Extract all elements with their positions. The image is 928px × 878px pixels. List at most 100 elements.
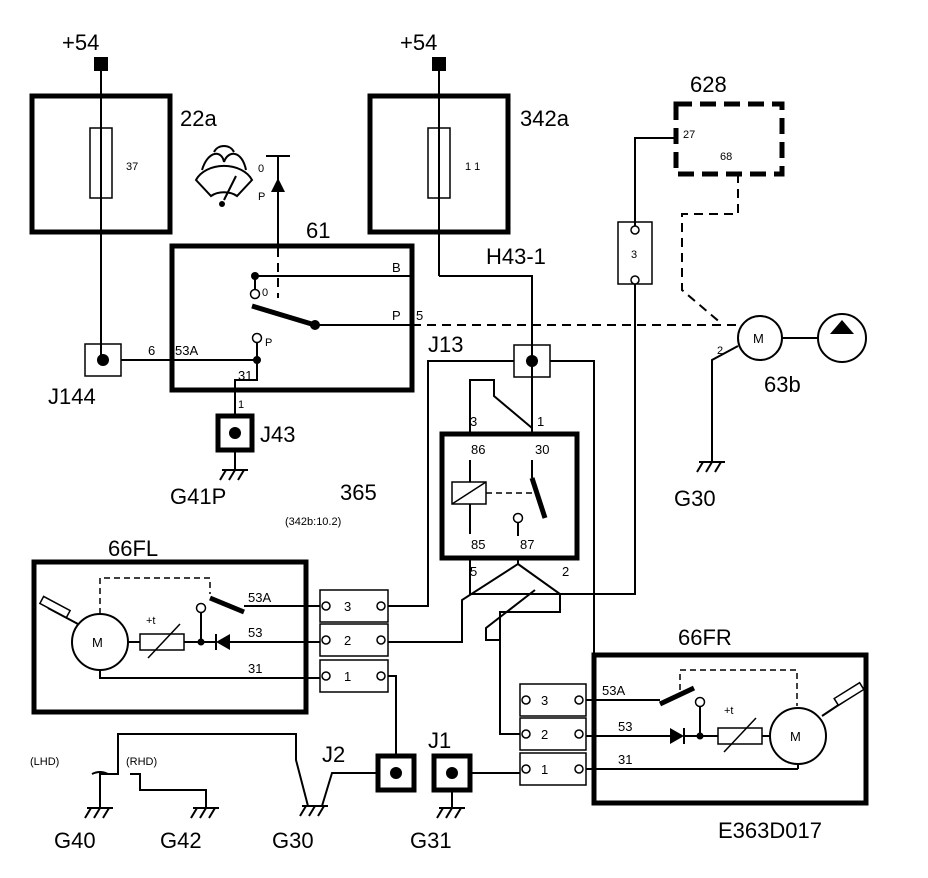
pin-dot xyxy=(376,635,386,645)
switch-61-node-top xyxy=(251,272,259,280)
relay-365-contact-87 xyxy=(512,512,524,524)
switch-61-id: 61 xyxy=(306,218,330,243)
gauge-pos-p: P xyxy=(258,191,265,203)
relay-365: 365 (342b:10.2) 86 30 85 87 3 1 5 2 xyxy=(285,414,580,579)
wiper-66fr-pin-53: 53 xyxy=(618,719,632,734)
ground-tick xyxy=(436,807,444,819)
ground-tick xyxy=(696,461,704,473)
relay-628: 628 27 68 xyxy=(673,72,785,177)
wire-g42-variant xyxy=(130,773,207,808)
wire-pump-to-ground xyxy=(711,345,739,462)
wiper-66fl-conn-3-label: 3 xyxy=(344,599,351,614)
gauge-spray-icon xyxy=(201,145,247,171)
gauge-pivot xyxy=(219,201,225,207)
relay-365-wire-1: 1 xyxy=(537,414,544,429)
wiper-66fl-id: 66FL xyxy=(108,536,158,561)
ground-g31: G31 xyxy=(410,807,465,853)
wiper-66fl-conn-1-label: 1 xyxy=(344,669,351,684)
pin-dot xyxy=(321,635,331,645)
pump-63b-id: 63b xyxy=(764,372,801,397)
pump-63b-triangle-icon xyxy=(830,320,854,334)
supply-right-label: +54 xyxy=(400,30,437,55)
wiper-66fr-id: 66FR xyxy=(678,625,732,650)
supply-right-terminal xyxy=(432,57,446,71)
wire-j13-to-fl xyxy=(388,360,514,607)
ground-g30-top-label: G30 xyxy=(674,486,716,511)
pin-dot xyxy=(521,695,531,705)
ground-tick xyxy=(308,805,316,817)
wiper-66fr-conn-1-label: 1 xyxy=(541,762,548,777)
fuse-342a-number: 1 1 xyxy=(465,161,480,173)
connector-3-label: 3 xyxy=(631,249,637,261)
ground-tick xyxy=(102,807,110,819)
switch-61-box xyxy=(169,243,415,393)
wiper-66fr-thermal-diag xyxy=(723,717,757,753)
pin-dot xyxy=(574,729,584,739)
ground-tick xyxy=(714,461,722,473)
relay-365-id: 365 xyxy=(340,480,377,505)
relay-628-id: 628 xyxy=(690,72,727,97)
switch-61-pos-p: P xyxy=(265,337,272,349)
ground-tick xyxy=(445,807,453,819)
pin-dot xyxy=(574,695,584,705)
relay-365-pin-87: 87 xyxy=(520,537,534,552)
junction-j2: J2 xyxy=(322,742,417,793)
relay-628-pin-68: 68 xyxy=(720,151,732,163)
ground-g42-label: G42 xyxy=(160,828,202,853)
wiper-66fl-thermal xyxy=(139,633,185,651)
switch-61-lever xyxy=(251,303,316,328)
wiper-66fl-conn-2-label: 2 xyxy=(344,633,351,648)
wire-label-6: 6 xyxy=(148,343,155,358)
ground-tick xyxy=(84,807,92,819)
wire-j2-to-g30 xyxy=(321,772,378,807)
wire-switch-to-j43 xyxy=(234,360,258,416)
ground-tick xyxy=(454,807,462,819)
ground-tick xyxy=(317,805,325,817)
wiper-66fl-pin-53: 53 xyxy=(248,625,262,640)
junction-j2-label: J2 xyxy=(322,742,345,767)
wiper-66fr-conn-2-label: 2 xyxy=(541,727,548,742)
wiper-66fl-pin-53a: 53A xyxy=(248,590,271,605)
wiper-gauge-symbol: 0 P xyxy=(194,145,290,248)
wiper-66fl-park-contact xyxy=(195,602,207,614)
ground-g40: G40 xyxy=(54,807,113,853)
ground-g42: G42 xyxy=(160,807,219,853)
relay-365-ref: (342b:10.2) xyxy=(285,516,341,528)
fuse-22a: 37 22a xyxy=(29,93,217,235)
wiper-66fl-pin-31: 31 xyxy=(248,661,262,676)
junction-j43-pin: 1 xyxy=(238,399,244,411)
wiper-66fr-thermal-label: +t xyxy=(724,705,733,717)
drawing-code: E363D017 xyxy=(718,818,822,843)
wiper-66fl-thermal-label: +t xyxy=(146,615,155,627)
variant-lhd-label: (LHD) xyxy=(30,756,59,768)
wiper-66fl-31-line xyxy=(99,670,320,679)
variant-rhd-label: (RHD) xyxy=(126,756,157,768)
wire-relay87-to-fr53 xyxy=(499,563,561,735)
ground-tick xyxy=(93,807,101,819)
gauge-dial xyxy=(194,164,254,198)
wire-relay87-to-fl53 xyxy=(388,558,519,643)
switch-61-contact-0 xyxy=(249,288,261,300)
supply-right: +54 xyxy=(400,30,446,71)
ground-g41p-label: G41P xyxy=(170,484,226,509)
ground-g40-label: G40 xyxy=(54,828,96,853)
wiper-66fl-diode xyxy=(216,634,230,650)
ground-g30-bottom: G30 xyxy=(272,805,328,853)
junction-j2-dot xyxy=(390,767,402,779)
wiper-66fr-park-contact xyxy=(694,696,706,708)
relay-365-armature xyxy=(529,477,548,519)
switch-61-pos-0: 0 xyxy=(262,287,268,299)
ground-tick xyxy=(219,469,227,481)
ground-tick xyxy=(705,461,713,473)
pin-dot xyxy=(321,671,331,681)
wire-628-to-pump xyxy=(681,174,739,325)
wiper-66fl: 66FL M +t 53A 53 31 3 2 1 xyxy=(31,536,389,715)
wiper-66fl-park-switch xyxy=(209,595,245,615)
wire-relay86 xyxy=(469,379,533,434)
ground-tick xyxy=(208,807,216,819)
wiper-66fl-thermal-diag xyxy=(147,623,181,659)
wiper-66fr-pin-31: 31 xyxy=(618,752,632,767)
junction-j43-label: J43 xyxy=(260,422,295,447)
relay-365-pin-30: 30 xyxy=(535,442,549,457)
